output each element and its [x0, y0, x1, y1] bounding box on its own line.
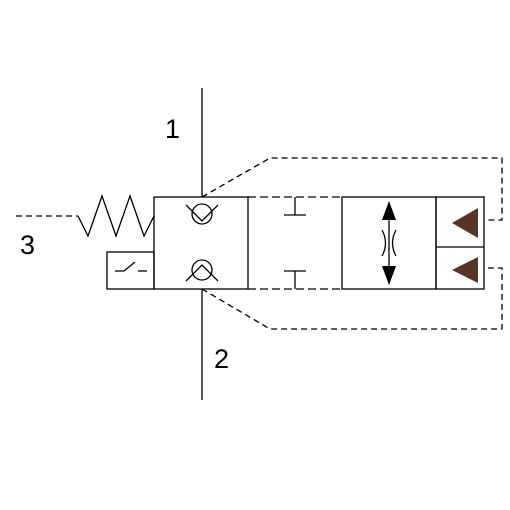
- manual-override-box: [106, 251, 155, 290]
- port-1-label: 1: [165, 114, 180, 144]
- port-2-label: 2: [214, 344, 229, 374]
- pilot-triangle-top: [452, 208, 478, 238]
- valve-envelope-check: [153, 196, 249, 290]
- pilot-line-top: [201, 157, 503, 221]
- pilot-line-bottom: [201, 267, 503, 330]
- check-valve-seat-top: [185, 204, 219, 222]
- spring-symbol: [77, 194, 155, 238]
- port-3-label: 3: [20, 230, 35, 260]
- flow-arrow-down: [382, 266, 396, 285]
- pilot-box: [435, 196, 485, 290]
- switch-symbol: [115, 261, 136, 272]
- flow-arrow-up: [382, 201, 396, 220]
- throttle-left: [381, 229, 387, 257]
- check-valve-ball-top: [191, 203, 213, 225]
- pilot-triangle-bottom: [452, 257, 478, 283]
- check-valve-seat-bottom: [185, 264, 219, 282]
- throttle-right: [391, 229, 397, 257]
- check-valve-ball-bottom: [191, 259, 213, 281]
